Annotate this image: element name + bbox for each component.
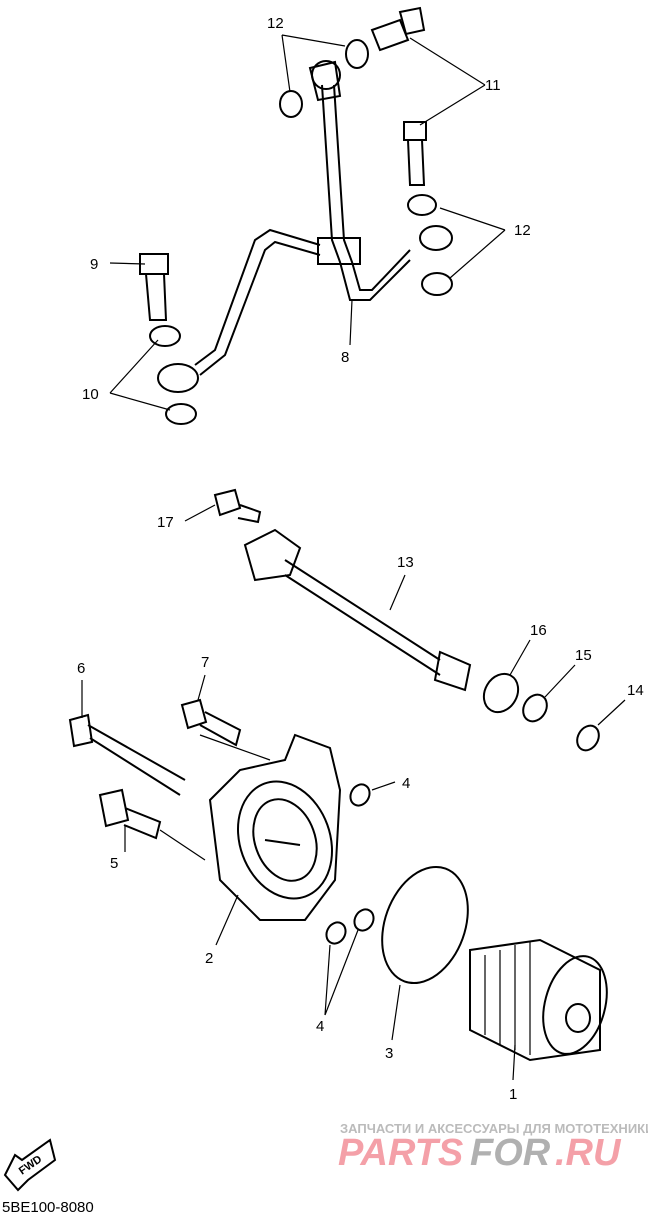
callout-5: 5 xyxy=(110,855,118,872)
callout-16: 16 xyxy=(530,622,547,639)
callout-2: 2 xyxy=(205,950,213,967)
callout-13: 13 xyxy=(397,554,414,571)
callout-4: 4 xyxy=(316,1018,324,1035)
callout-17: 17 xyxy=(157,514,174,531)
callout-7: 7 xyxy=(201,654,209,671)
fwd-label: FWD xyxy=(17,1153,44,1177)
callout-10: 10 xyxy=(82,386,99,403)
bolts-5-6-7 xyxy=(68,698,242,840)
o-rings xyxy=(325,672,600,985)
oil-delivery-pipe-part-13 xyxy=(213,488,472,692)
watermark-brand-ru: .RU xyxy=(555,1132,622,1174)
callout-6: 6 xyxy=(77,660,85,677)
callout-12: 12 xyxy=(514,222,531,239)
watermark-brand-parts: PARTS xyxy=(338,1132,463,1174)
callout-12: 12 xyxy=(267,15,284,32)
callout-4: 4 xyxy=(402,775,410,792)
callout-15: 15 xyxy=(575,647,592,664)
callout-11: 11 xyxy=(485,77,501,94)
washers xyxy=(149,39,453,425)
watermark-logo: ЗАПЧАСТИ И АКСЕССУАРЫ ДЛЯ МОТОТЕХНИКИ PA… xyxy=(338,1121,648,1174)
oil-filter-housing-part-2 xyxy=(208,733,342,921)
callout-14: 14 xyxy=(627,682,644,699)
diagram-code: 5BE100-8080 xyxy=(2,1199,94,1216)
oil-pipe-part-8 xyxy=(157,60,453,393)
oil-filter-element-part-1 xyxy=(469,938,608,1062)
union-bolts xyxy=(139,6,427,321)
fwd-arrow-icon: FWD xyxy=(3,1138,57,1192)
leader-lines xyxy=(81,34,626,1081)
callout-1: 1 xyxy=(509,1086,517,1103)
watermark-tagline: ЗАПЧАСТИ И АКСЕССУАРЫ ДЛЯ МОТОТЕХНИКИ xyxy=(340,1121,648,1136)
callout-8: 8 xyxy=(341,349,349,366)
callout-labels: 12 11 12 9 8 10 17 13 16 15 14 6 7 4 5 2… xyxy=(77,15,644,1103)
callout-9: 9 xyxy=(90,256,98,273)
callout-3: 3 xyxy=(385,1045,393,1062)
watermark-brand-for: FOR xyxy=(470,1132,551,1174)
